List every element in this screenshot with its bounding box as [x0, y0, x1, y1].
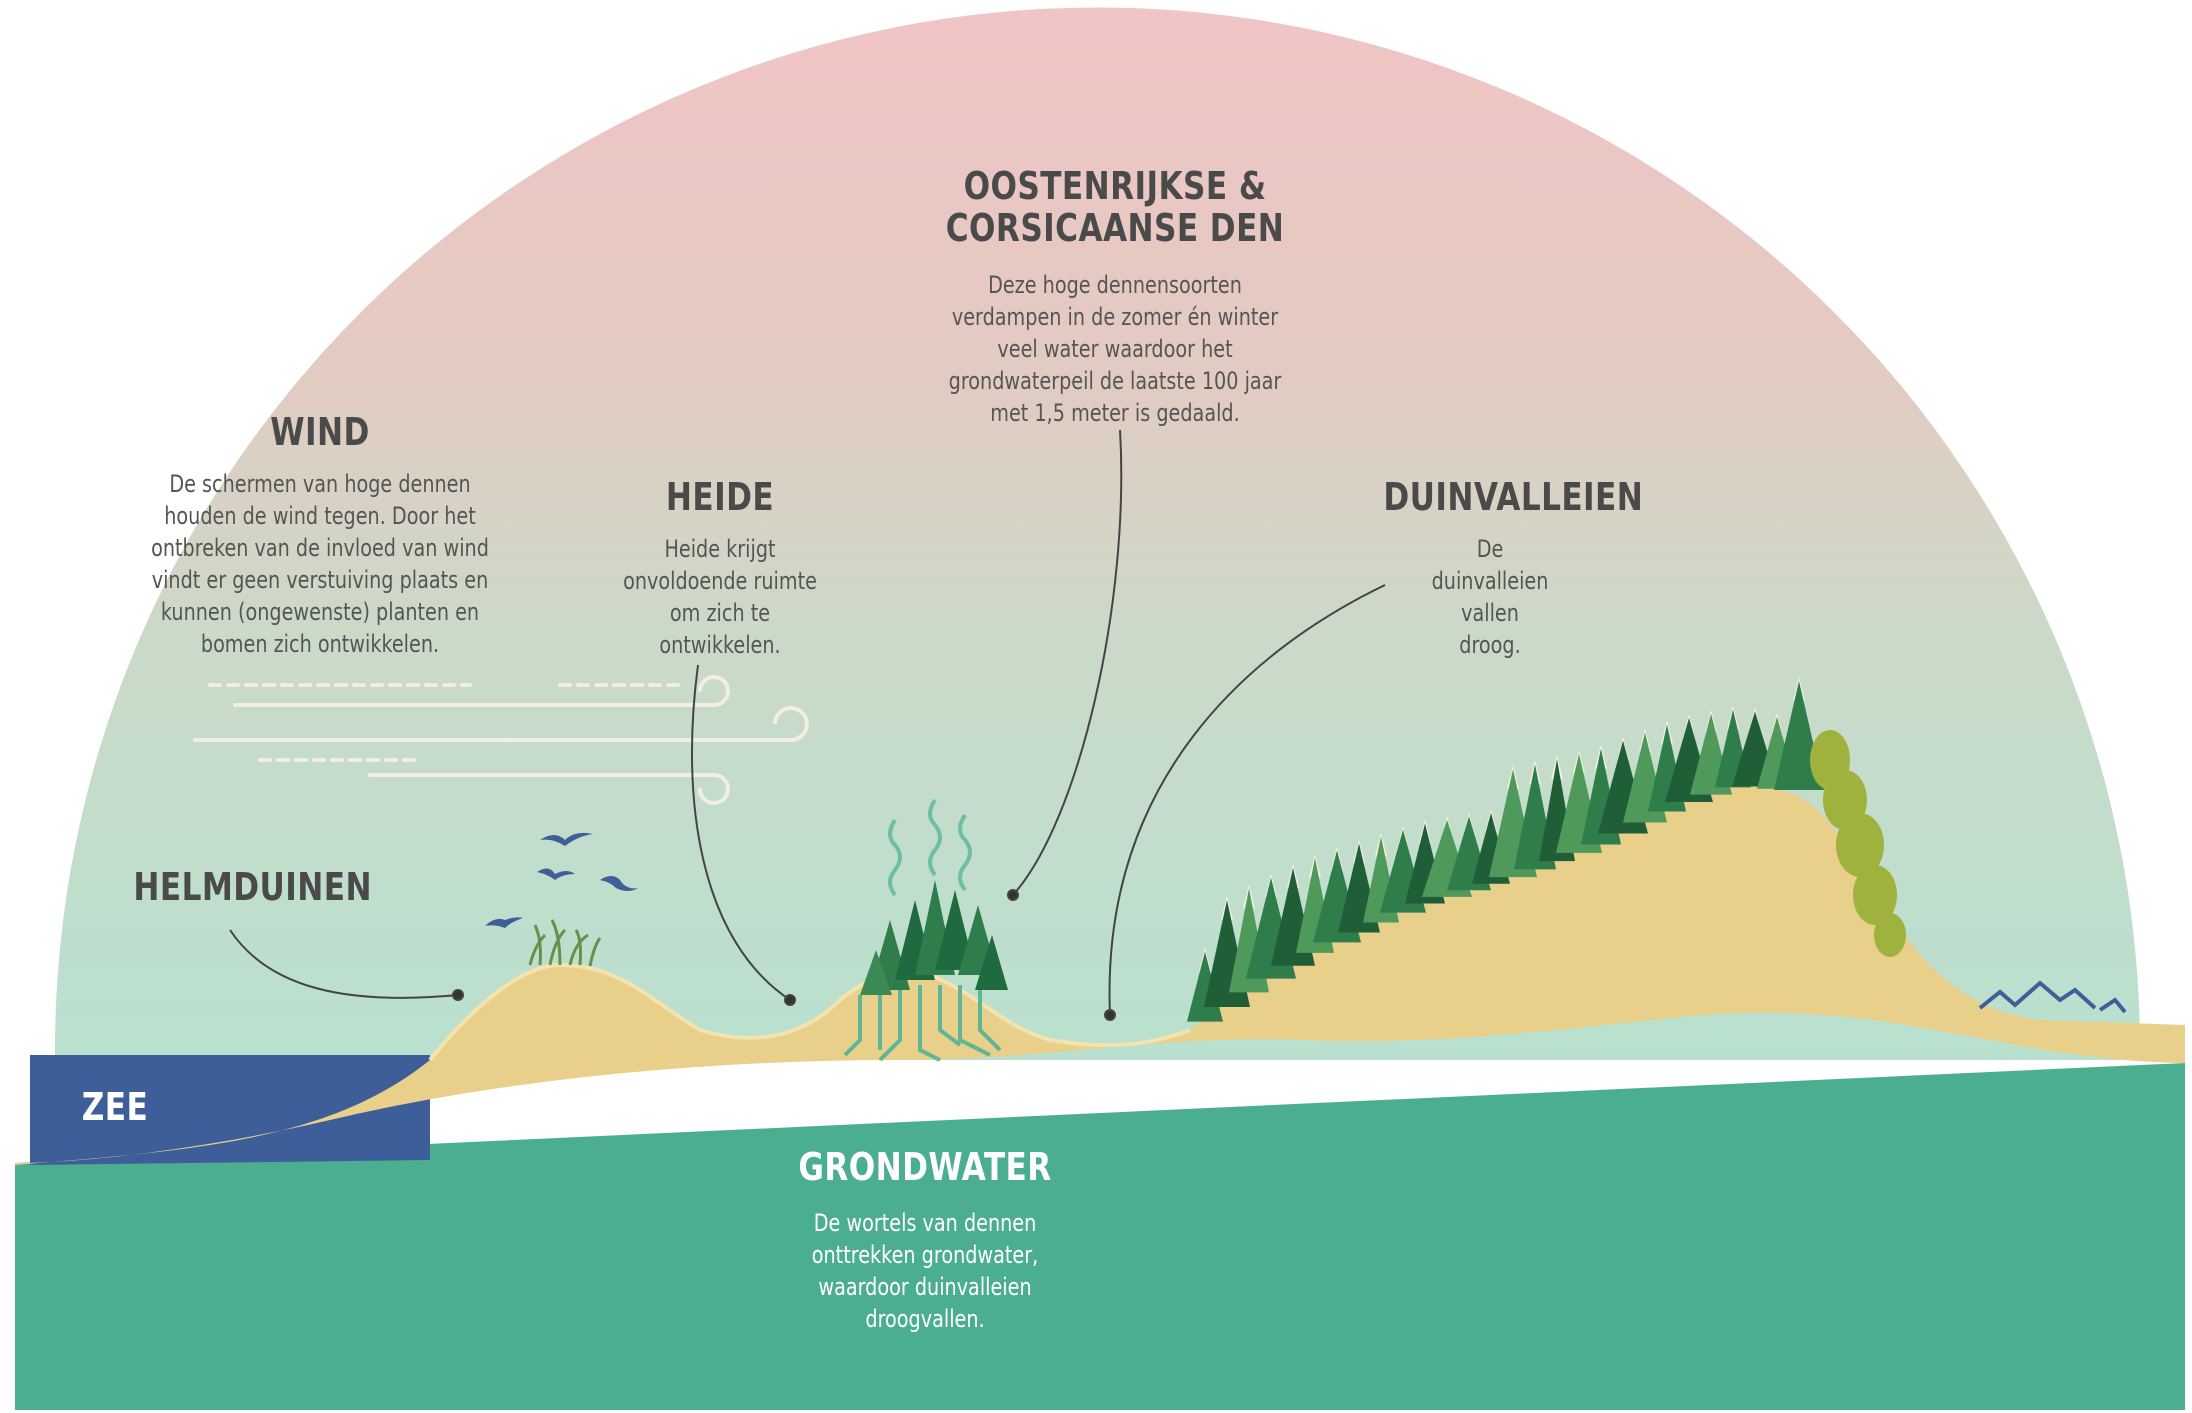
sand-rim: [428, 962, 1191, 1062]
shrub-icon: [1810, 730, 1906, 957]
heide-title: HEIDE: [665, 475, 775, 519]
wind-description: De schermen van hoge dennen houden de wi…: [151, 470, 489, 658]
den-description: Deze hoge dennensoorten verdampen in de …: [948, 271, 1282, 427]
leader-heide: [691, 664, 791, 1001]
heide-description: Heide krijgt onvoldoende ruimte om zich …: [623, 535, 817, 659]
zee-label: ZEE: [70, 1085, 160, 1129]
pine-forest: [1187, 677, 1824, 1022]
evaporation-icon: [888, 798, 972, 897]
leader-dot-duinvalleien: [1104, 1009, 1116, 1021]
groundwater-area: [15, 1063, 2185, 1410]
heide-label: HEIDE Heide krijgt onvoldoende ruimte om…: [590, 475, 850, 661]
bird-icon: [485, 832, 638, 928]
leader-den: [1012, 429, 1123, 896]
leader-lines: [229, 429, 1386, 1021]
wind-title: WIND: [270, 410, 370, 454]
sand-dunes: [15, 785, 2185, 1165]
wind-label: WIND De schermen van hoge dennen houden …: [100, 410, 540, 660]
zee-title: ZEE: [81, 1085, 149, 1129]
duinvalleien-description: De duinvalleien vallen droog.: [1431, 535, 1549, 659]
helmduinen-label: HELMDUINEN: [110, 865, 372, 909]
duinvalleien-label: DUINVALLEIEN De duinvalleien vallen droo…: [1360, 475, 1644, 661]
grondwater-description: De wortels van dennen onttrekken grondwa…: [811, 1209, 1039, 1333]
leader-duinvalleien: [1108, 584, 1386, 1016]
root-icon: [843, 985, 1002, 1062]
wind-gust-icon: [193, 675, 809, 805]
leader-dot-heide: [784, 994, 796, 1006]
leader-helmduinen: [229, 929, 459, 999]
den-title-line2: CORSICAANSE DEN: [945, 206, 1285, 250]
leader-dot-helmduinen: [452, 989, 464, 1001]
pine-tree-icon: [860, 880, 1008, 995]
helmduinen-title: HELMDUINEN: [133, 865, 372, 909]
den-title-line1: OOSTENRIJKSE &: [963, 164, 1267, 208]
mountain-icon: [1978, 980, 2127, 1014]
marram-grass-icon: [528, 919, 602, 967]
leader-dot-den: [1007, 889, 1019, 901]
den-label: OOSTENRIJKSE & CORSICAANSE DEN Deze hoge…: [890, 165, 1340, 429]
duinvalleien-title: DUINVALLEIEN: [1383, 475, 1644, 519]
sea-area: [30, 1055, 430, 1165]
grondwater-title: GRONDWATER: [798, 1145, 1052, 1189]
grondwater-label: GRONDWATER De wortels van dennen onttrek…: [735, 1145, 1115, 1335]
